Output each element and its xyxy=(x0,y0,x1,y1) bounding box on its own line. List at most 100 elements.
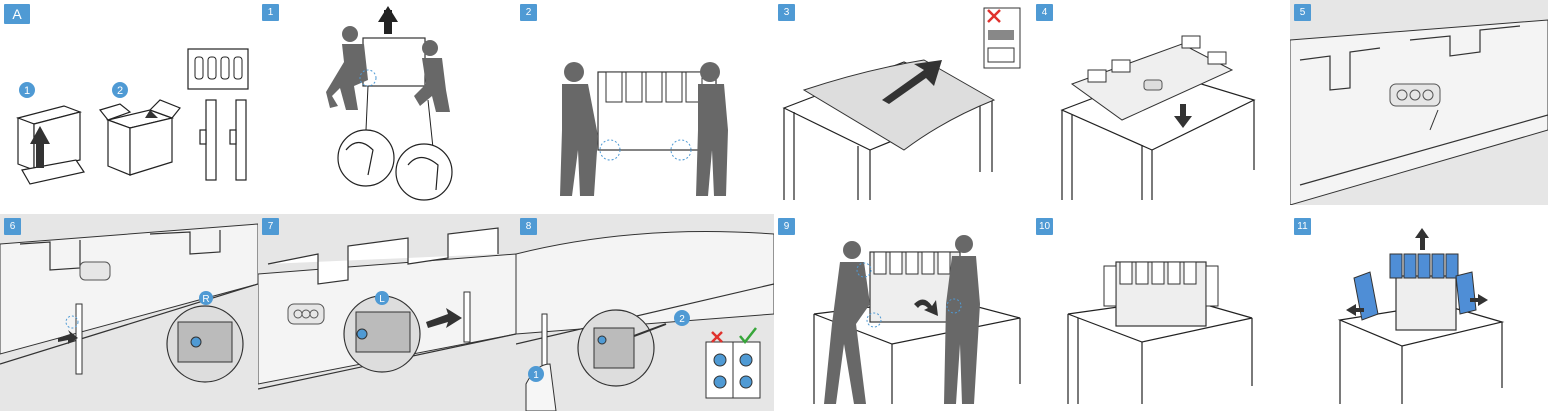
people-silhouettes xyxy=(824,235,980,404)
place-arrow-icon xyxy=(882,60,942,104)
people-silhouettes xyxy=(560,62,728,196)
panel-5-back-closeup: 5 xyxy=(1290,0,1548,205)
bezel-edge xyxy=(516,283,774,345)
foam-post xyxy=(463,291,471,343)
panel-10-tv-upright: 10 xyxy=(1032,214,1290,411)
panel-2-carry-tv: 2 xyxy=(516,0,774,205)
step-badge-10: 10 xyxy=(1036,218,1054,235)
foam-side-left xyxy=(1103,265,1117,307)
left-clip-illustration: L xyxy=(258,227,516,390)
rotate-arrow-icon xyxy=(914,299,938,316)
grip-callout-right xyxy=(670,139,692,161)
tv-body xyxy=(1395,275,1457,331)
stand-up-illustration xyxy=(813,235,1021,404)
sub-badge-1-label: 1 xyxy=(24,85,30,97)
panel-8-fasten-screw: 8 1 2 xyxy=(516,214,774,411)
screw-highlight xyxy=(597,335,607,345)
zoom-circle-right xyxy=(395,143,453,201)
back-panel-illustration xyxy=(1290,19,1548,205)
foam-top-blocks xyxy=(605,71,703,103)
soft-cloth xyxy=(802,59,996,151)
screw-highlight xyxy=(190,336,202,348)
step-badge-a: A xyxy=(4,4,30,24)
logo-plate xyxy=(79,261,111,281)
screw-highlight xyxy=(356,328,368,340)
step-badge-9: 9 xyxy=(778,218,795,235)
foam-top-blocks xyxy=(1119,261,1197,285)
foam-side-pieces xyxy=(199,99,247,181)
step-badge-6: 6 xyxy=(4,218,21,235)
table-cloth-illustration xyxy=(782,7,1021,200)
push-arrow-icon xyxy=(58,330,78,344)
foam-side-right xyxy=(1205,265,1219,307)
right-position-bottom xyxy=(739,375,753,389)
up-arrow-icon xyxy=(30,126,50,144)
lift-illustration xyxy=(326,6,453,201)
panel-a-unboxing: A 1 2 xyxy=(0,0,258,205)
place-on-table-illustration xyxy=(1060,35,1256,200)
l-badge xyxy=(375,291,389,305)
fasten-illustration: 1 2 xyxy=(516,231,774,411)
panel-7-left-clip: 7 L xyxy=(258,214,516,411)
wrong-position-bottom xyxy=(713,375,727,389)
panel-1-lift-tv: 1 xyxy=(258,0,516,205)
down-arrow-shaft xyxy=(1180,104,1186,118)
bracket-closeup xyxy=(593,327,635,369)
screwdriver-line xyxy=(633,323,667,337)
up-arrow-icon xyxy=(1415,228,1429,238)
up-arrow-shaft xyxy=(1420,236,1425,250)
bracket-closeup xyxy=(177,321,233,363)
push-arrow-icon xyxy=(426,308,462,328)
hand-2-label: 2 xyxy=(679,314,685,325)
grip-callout-left xyxy=(599,139,621,161)
right-position-top xyxy=(739,353,753,367)
foam-pieces xyxy=(1087,35,1227,83)
sub-badge-1 xyxy=(19,82,35,98)
sub-badge-2 xyxy=(112,82,128,98)
check-icon xyxy=(739,327,757,344)
step-badge-7: 7 xyxy=(262,218,279,235)
tv-box xyxy=(362,37,426,87)
clip-callout xyxy=(65,315,79,329)
step-badge-2: 2 xyxy=(520,4,537,21)
bezel-edge xyxy=(1299,114,1548,186)
hand-1-label: 1 xyxy=(533,370,539,381)
no-scratch-icon xyxy=(987,47,1015,63)
foam-outline xyxy=(19,230,221,271)
open-box-illustration xyxy=(98,99,181,176)
unbox-illustration: 1 2 xyxy=(16,48,249,185)
foam-top-blue xyxy=(1389,253,1459,279)
panel-4-place-tv: 4 xyxy=(1032,0,1290,205)
logo-plate xyxy=(287,303,325,325)
step-badge-8: 8 xyxy=(520,218,537,235)
tv-back xyxy=(516,231,774,335)
up-arrow-icon-small xyxy=(145,110,158,118)
panel-9-stand-tv: 9 xyxy=(774,214,1032,411)
hand-badge-2 xyxy=(674,310,690,326)
pointer-line xyxy=(1429,109,1439,131)
r-label: R xyxy=(202,294,209,305)
hard-surface-icon xyxy=(988,30,1014,40)
tv-back xyxy=(1290,19,1548,205)
up-arrow-icon xyxy=(378,6,398,22)
grip-callout xyxy=(866,312,882,328)
foam-top-blocks xyxy=(873,251,951,275)
grip-callout xyxy=(856,262,872,278)
step-badge-3: 3 xyxy=(778,4,795,21)
sub-badge-2-label: 2 xyxy=(117,85,123,97)
panel-6-right-clip: 6 R xyxy=(0,214,258,411)
callout-line xyxy=(365,85,369,131)
foam-outline xyxy=(267,227,499,285)
right-clip-illustration: R xyxy=(0,223,258,383)
step-badge-5: 5 xyxy=(1294,4,1311,21)
wrong-position-top xyxy=(713,353,727,367)
logo-plate xyxy=(1143,79,1163,91)
clips-icon xyxy=(194,56,243,80)
hand-badge-1 xyxy=(528,366,544,382)
box-lift-illustration xyxy=(16,105,85,185)
grip-callout xyxy=(946,298,962,314)
right-arrow-icon xyxy=(1470,294,1488,306)
l-label: L xyxy=(379,294,385,305)
foam-left-blue xyxy=(1353,271,1379,321)
logo-plate xyxy=(1389,83,1441,107)
